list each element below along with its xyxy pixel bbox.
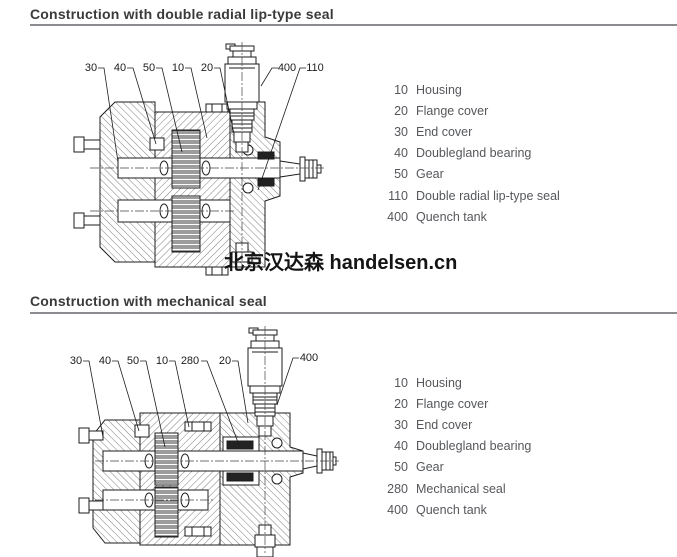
part-name: Gear (416, 167, 444, 182)
callout-label: 40 (99, 355, 111, 367)
list-item: 10 Housing (378, 372, 668, 393)
part-number: 50 (394, 460, 408, 475)
part-number: 400 (387, 502, 408, 517)
callout-label: 110 (306, 62, 324, 74)
part-name: Housing (416, 82, 462, 97)
list-item: 280 Mechanical seal (378, 478, 668, 499)
leader-lines-1 (98, 67, 306, 191)
part-name: Gear (416, 460, 444, 475)
part-name: Double radial lip-type seal (416, 188, 560, 203)
callout-label: 50 (127, 355, 139, 367)
callout-label: 400 (300, 352, 318, 364)
callout-label: 20 (219, 355, 231, 367)
callout-label: 10 (156, 355, 168, 367)
part-name: Doublegland bearing (416, 439, 532, 454)
part-name: Quench tank (416, 209, 487, 224)
section-1-title: Construction with double radial lip-type… (30, 6, 334, 22)
list-item: 40 Doublegland bearing (378, 436, 668, 457)
watermark-text: 北京汉达森 handelsen.cn (224, 252, 458, 274)
list-item: 40 Doublegland bearing (378, 143, 668, 164)
part-number: 10 (394, 82, 408, 97)
callout-label: 10 (172, 62, 184, 74)
part-number: 40 (394, 146, 408, 161)
callout-labels-1: 30 40 50 10 20 400 110 (85, 62, 324, 74)
list-item: 400 Quench tank (378, 206, 668, 227)
part-number: 400 (387, 209, 408, 224)
callout-labels-2: 30 40 50 10 280 20 400 (70, 352, 318, 367)
list-item: 110 Double radial lip-type seal (378, 185, 668, 206)
pump-body-1 (73, 101, 322, 276)
callout-label: 30 (85, 62, 97, 74)
pump-body-2 (78, 412, 337, 557)
part-name: Flange cover (416, 396, 489, 411)
callout-label: 40 (114, 62, 126, 74)
part-number: 280 (387, 481, 408, 496)
callout-label: 20 (201, 62, 213, 74)
pump-cross-section-mechanical-seal-drawing: 30 40 50 10 280 20 400 (70, 326, 339, 557)
list-item: 30 End cover (378, 414, 668, 435)
callout-label: 50 (143, 62, 155, 74)
part-number: 20 (394, 396, 408, 411)
list-item: 10 Housing (378, 79, 668, 100)
part-number: 10 (394, 375, 408, 390)
part-name: Quench tank (416, 502, 487, 517)
part-number: 40 (394, 439, 408, 454)
section-1-divider (30, 24, 677, 26)
part-number: 50 (394, 167, 408, 182)
list-item: 50 Gear (378, 164, 668, 185)
callout-label: 280 (181, 355, 199, 367)
leader-lines-2 (83, 357, 299, 448)
parts-list-mechanical-seal: 10 Housing 20 Flange cover 30 End cover 40 D… (378, 372, 668, 520)
section-2-title: Construction with mechanical seal (30, 293, 267, 309)
part-name: Mechanical seal (416, 481, 506, 496)
part-name: Housing (416, 375, 462, 390)
callout-label: 30 (70, 355, 82, 367)
list-item: 50 Gear (378, 457, 668, 478)
list-item: 400 Quench tank (378, 499, 668, 520)
part-name: Flange cover (416, 103, 489, 118)
list-item: 30 End cover (378, 121, 668, 142)
part-name: End cover (416, 417, 473, 432)
part-number: 20 (394, 103, 408, 118)
centerlines-2 (95, 326, 339, 553)
list-item: 20 Flange cover (378, 100, 668, 121)
part-number: 30 (394, 417, 408, 432)
callout-label: 400 (278, 62, 296, 74)
centerlines-1 (90, 42, 324, 262)
part-number: 110 (388, 188, 408, 203)
part-name: Doublegland bearing (416, 146, 532, 161)
list-item: 20 Flange cover (378, 393, 668, 414)
part-number: 30 (394, 124, 408, 139)
part-name: End cover (416, 124, 473, 139)
pump-cross-section-lip-seal-drawing: 30 40 50 10 20 400 110 (73, 42, 324, 276)
section-2-divider (30, 312, 677, 314)
